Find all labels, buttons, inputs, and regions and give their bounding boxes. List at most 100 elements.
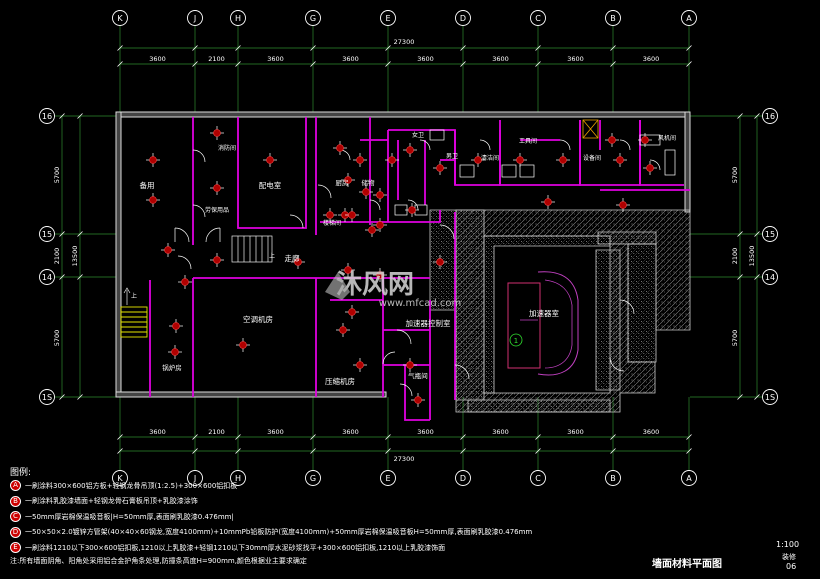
- room-qingjie: 清洁间: [481, 154, 499, 162]
- dim-right-5700b: 5700: [731, 330, 739, 347]
- axis-bubble-bottom: A: [681, 470, 697, 486]
- dim-bottom-segment: 3600: [492, 428, 509, 436]
- axis-bubble-right-label: 16: [765, 112, 775, 121]
- sheet-number: 06: [786, 562, 797, 571]
- axis-bubble-bottom-label: A: [686, 474, 692, 483]
- light-fixture: [341, 263, 355, 277]
- axis-bubble-top-label: A: [686, 14, 692, 23]
- dim-top-segment: 3600: [492, 55, 509, 63]
- dim-bottom-segment: 3600: [267, 428, 284, 436]
- room-gongju: 工具间: [519, 137, 537, 145]
- axis-bubble-top: A: [681, 10, 697, 26]
- axis-bubble-left-label: 16: [42, 112, 52, 121]
- axis-bubble-bottom-label: H: [235, 474, 241, 483]
- light-fixture: [513, 153, 527, 167]
- light-fixture: [353, 358, 367, 372]
- light-fixture: [336, 323, 350, 337]
- light-fixture: [333, 141, 347, 155]
- watermark: 沐风网 www.mfcad.com: [325, 270, 461, 309]
- axis-bubble-top-label: G: [310, 14, 316, 23]
- dim-left-2100: 2100: [53, 248, 61, 265]
- room-jiasuqi: 加速器室: [529, 308, 559, 318]
- room-beiyong: 备用: [140, 180, 155, 190]
- axis-bubble-top-label: B: [610, 14, 616, 23]
- axis-bubble-left-label: 14: [42, 273, 52, 282]
- dim-left-5700a: 5700: [53, 167, 61, 184]
- light-fixture: [373, 218, 387, 232]
- left-axis-bubbles: 16 15 14 1S: [39, 108, 55, 405]
- legend-item: E 一刷涂料1210以下300×600铝扣板,1210以上乳胶漆+轻钢1210以…: [10, 540, 610, 556]
- shaft-cross: [582, 119, 599, 139]
- axis-bubble-bottom-label: K: [117, 474, 123, 483]
- axis-bubble-bottom: C: [530, 470, 546, 486]
- legend-text: 一刷涂料300×600铝方板+轻钢龙骨吊顶(1:2.5)+300×600铝扣板: [25, 481, 238, 490]
- light-fixture: [345, 305, 359, 319]
- light-fixture: [613, 153, 627, 167]
- dimension-ticks: [59, 45, 760, 454]
- light-fixture: [605, 133, 619, 147]
- axis-bubble-top-label: K: [117, 14, 123, 23]
- light-fixture: [210, 253, 224, 267]
- dim-right-13500: 13500: [748, 246, 756, 267]
- room-zoulang: 走廊: [285, 253, 300, 263]
- axis-bubble-left: 1S: [39, 389, 55, 405]
- legend-mark: A: [10, 480, 21, 492]
- room-labels: 备用 消防间 配电室 劳保用品 厨房 储物 楼梯间 走廊 女卫 男卫 清洁间 工…: [131, 131, 676, 386]
- axis-bubble-top: D: [455, 10, 471, 26]
- axis-bubble-bottom: K: [112, 470, 128, 486]
- axis-bubble-left: 15: [39, 226, 55, 242]
- room-louti: 楼梯间: [323, 219, 341, 227]
- legend-note: 注:所有墙面阴角、阳角处采用铝合金护角条处理,防撞条高度H=900mm,颜色根据…: [10, 556, 307, 565]
- axis-bubble-left: 14: [39, 269, 55, 285]
- room-cangwu: 储物: [362, 178, 376, 187]
- axis-bubble-top-label: E: [385, 14, 390, 23]
- room-jiasu-control: 加速器控制室: [406, 318, 451, 328]
- legend-mark: C: [10, 511, 21, 523]
- axis-bubble-bottom-label: B: [610, 474, 616, 483]
- light-fixture: [403, 143, 417, 157]
- light-fixture: [323, 208, 337, 222]
- legend-mark: E: [10, 542, 21, 554]
- axis-bubble-top: G: [305, 10, 321, 26]
- watermark-brand: 沐风网: [336, 270, 414, 300]
- dim-right-5700a: 5700: [731, 167, 739, 184]
- axis-bubble-left: 16: [39, 108, 55, 124]
- light-fixture: [210, 126, 224, 140]
- axis-bubble-right: 15: [762, 226, 778, 242]
- outer-walls: [115, 111, 691, 398]
- room-nvwei: 女卫: [412, 131, 424, 139]
- dim-total-top: 27300: [394, 38, 415, 46]
- axis-bubble-bottom: H: [230, 470, 246, 486]
- axis-bubble-right-label: 14: [765, 273, 775, 282]
- dim-bottom-segment: 3600: [417, 428, 434, 436]
- light-fixture: [403, 358, 417, 372]
- room-laobao: 劳保用品: [205, 206, 229, 214]
- dim-bottom-segment: 3600: [149, 428, 166, 436]
- light-fixture: [146, 193, 160, 207]
- light-fixture: [373, 188, 387, 202]
- axis-bubble-bottom-label: G: [310, 474, 316, 483]
- axis-bubble-right-label: 1S: [765, 393, 775, 402]
- dim-top-segment: 3600: [342, 55, 359, 63]
- light-fixture: [210, 181, 224, 195]
- room-nanwei: 男卫: [446, 153, 458, 160]
- room-fengji: 风机间: [658, 134, 676, 142]
- legend-title: 图例:: [10, 468, 32, 478]
- stair-up-2: 上: [131, 292, 137, 300]
- light-fixture: [146, 153, 160, 167]
- room-shebei: 设备间: [583, 154, 601, 162]
- axis-bubble-bottom-label: E: [385, 474, 390, 483]
- axis-bubble-right: 16: [762, 108, 778, 124]
- light-fixture: [373, 268, 387, 282]
- light-fixture: [169, 319, 183, 333]
- axis-bubble-bottom: D: [455, 470, 471, 486]
- accelerator-equipment: [507, 271, 579, 376]
- dim-top-segment: 2100: [208, 55, 225, 63]
- legend-item: A 一刷涂料300×600铝方板+轻钢龙骨吊顶(1:2.5)+300×600铝扣…: [10, 478, 610, 494]
- drawing-title: 墙面材料平面图: [652, 559, 722, 570]
- axis-bubble-top-label: C: [535, 14, 541, 23]
- light-fixture: [385, 153, 399, 167]
- light-fixture: [178, 275, 192, 289]
